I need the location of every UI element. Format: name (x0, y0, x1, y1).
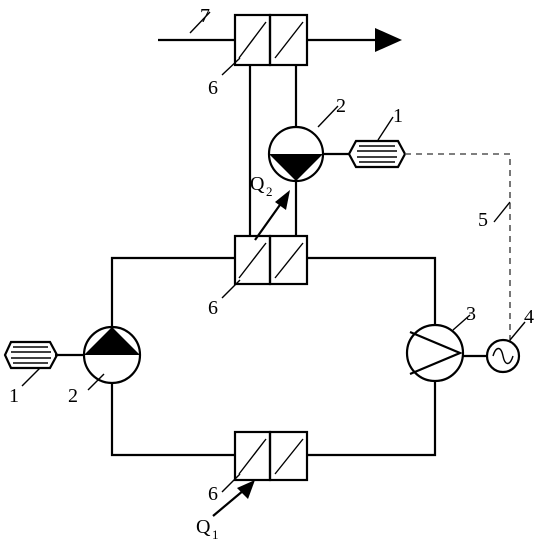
label-process-stream: 7 (200, 5, 210, 27)
label-turbine: 3 (466, 303, 476, 325)
label-heat-in-sub: 1 (212, 527, 219, 542)
label-pump-upper: 2 (336, 95, 346, 117)
lower-loop-pipes (110, 256, 437, 457)
label-heat-exchanger-top: 6 (208, 77, 218, 99)
pump-left (82, 325, 142, 385)
label-heat-in: Q (196, 516, 211, 538)
heat-exchanger-bottom (233, 430, 309, 482)
stream-arrow-icon (375, 28, 402, 52)
sine-wave-icon (492, 347, 514, 365)
label-heat-exchanger-middle: 6 (208, 297, 218, 319)
label-heat-exchanger-bottom: 6 (208, 483, 218, 505)
motor-upper (323, 139, 407, 169)
heat-output-arrow (254, 190, 290, 241)
label-motor-upper: 1 (393, 105, 403, 127)
label-generator: 4 (524, 306, 534, 328)
control-link (405, 153, 511, 343)
label-heat-out: Q (250, 173, 265, 195)
pump-upper (267, 125, 325, 183)
heat-input-arrow (212, 480, 255, 517)
heat-exchanger-top (233, 13, 309, 67)
label-pump-left: 2 (68, 385, 78, 407)
label-heat-out-sub: 2 (266, 184, 273, 199)
upper-loop-pipes (248, 65, 298, 236)
motor-left (3, 340, 84, 370)
leader-lines (21, 11, 526, 493)
generator (463, 338, 521, 374)
process-stream (158, 28, 402, 52)
heat-exchanger-middle (233, 234, 309, 286)
label-motor-left: 1 (9, 385, 19, 407)
turbine (405, 323, 465, 383)
label-control-link: 5 (478, 209, 488, 231)
